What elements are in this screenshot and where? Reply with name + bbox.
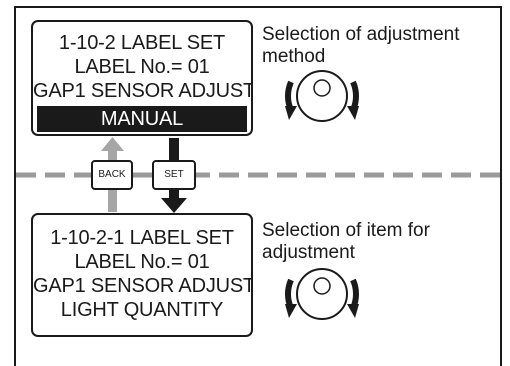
back-button-box <box>91 160 133 190</box>
bottom-caption-line-1: Selection of item for <box>262 220 430 241</box>
diagram-stage: BACK SET 1-10-2 LABEL SET LABEL No.= 01 … <box>14 6 502 366</box>
outer-frame <box>14 6 502 366</box>
top-lcd-line-1: 1-10-2 LABEL SET <box>58 32 226 54</box>
top-caption: Selection of adjustment method <box>262 24 460 68</box>
diagram-graphics <box>16 70 500 320</box>
bottom-dial-icon <box>284 268 360 320</box>
bottom-lcd-line-4: LIGHT QUANTITY <box>60 299 224 321</box>
top-lcd-line-2: LABEL No.= 01 <box>74 56 210 78</box>
bottom-caption: Selection of item for adjustment <box>262 220 430 264</box>
set-button-label: SET <box>164 169 184 180</box>
bottom-lcd-line-1: 1-10-2-1 LABEL SET <box>50 227 234 249</box>
set-button-box <box>152 160 196 190</box>
top-caption-line-1: Selection of adjustment <box>262 24 460 45</box>
bottom-lcd-line-3: GAP1 SENSOR ADJUST <box>33 275 253 297</box>
bottom-caption-line-2: adjustment <box>262 242 355 263</box>
bottom-lcd-display: 1-10-2-1 LABEL SET LABEL No.= 01 GAP1 SE… <box>31 213 253 337</box>
top-dial-icon <box>284 70 360 122</box>
back-button-label: BACK <box>98 169 126 180</box>
top-lcd-display: 1-10-2 LABEL SET LABEL No.= 01 GAP1 SENS… <box>31 20 253 136</box>
bottom-lcd-line-2: LABEL No.= 01 <box>74 251 210 273</box>
top-lcd-selected-item: MANUAL <box>37 106 247 132</box>
top-caption-line-2: method <box>262 46 326 67</box>
top-lcd-line-3: GAP1 SENSOR ADJUST <box>33 80 253 102</box>
